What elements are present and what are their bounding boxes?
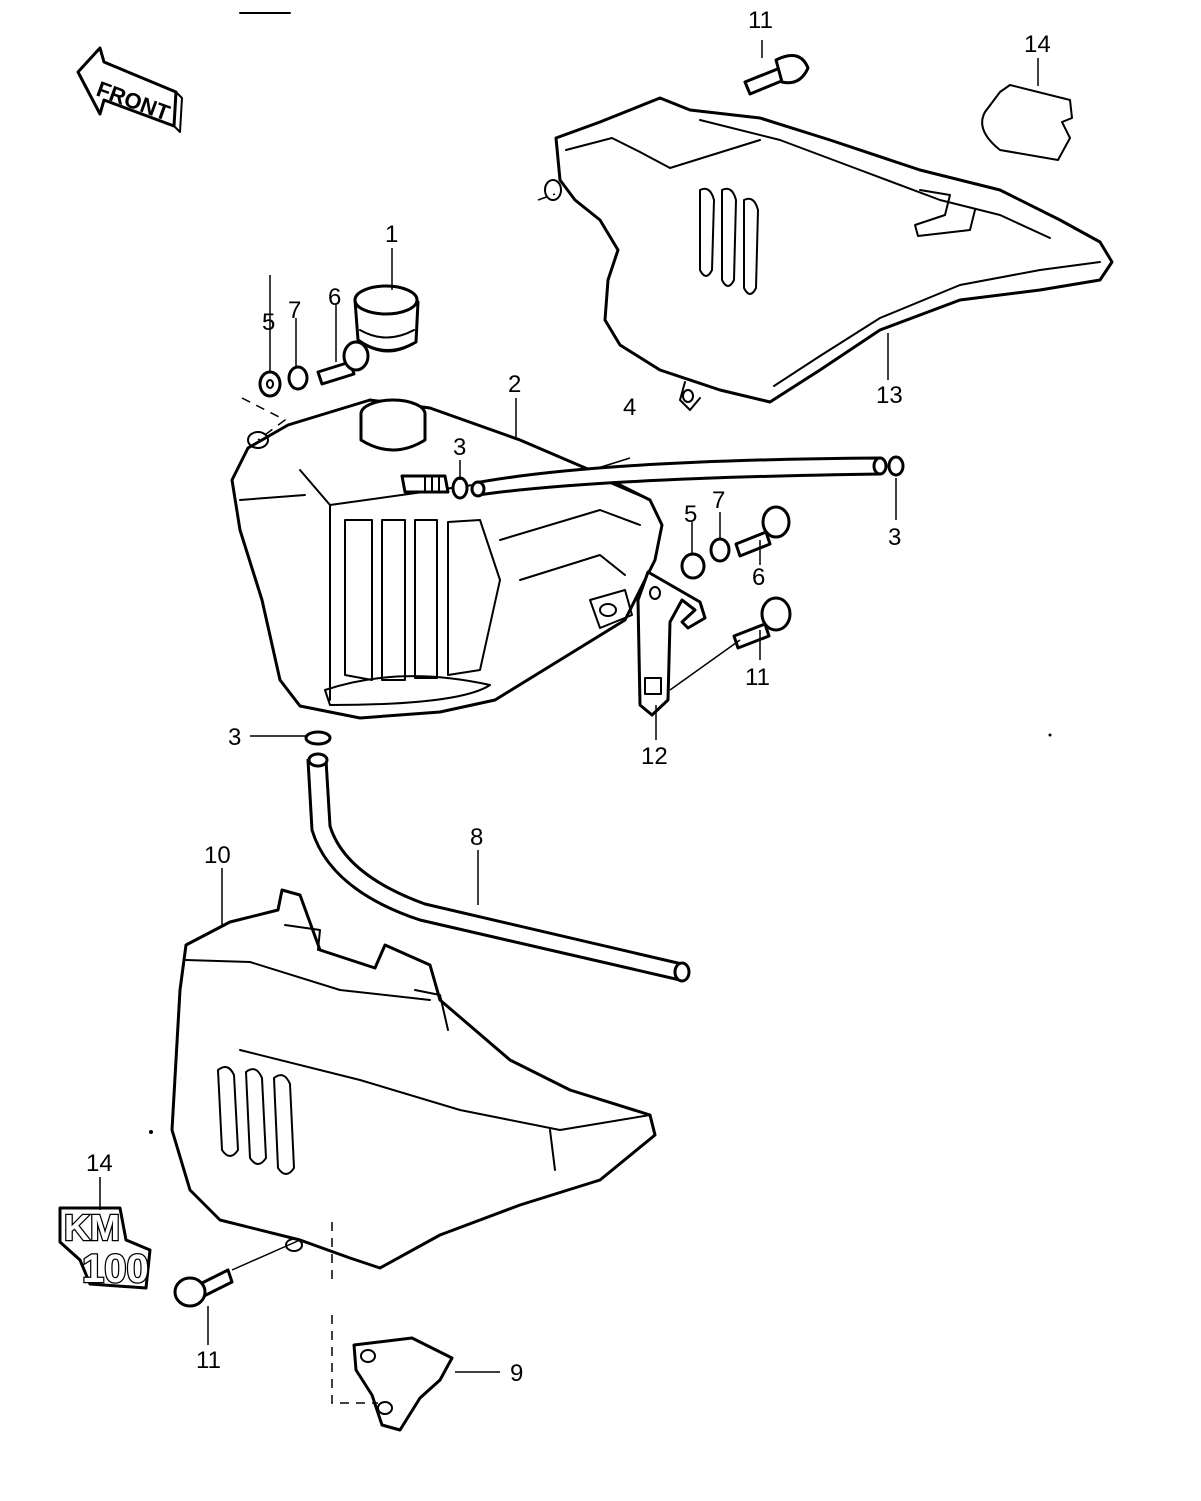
emblem-line2: 100 [82, 1247, 149, 1291]
bracket [636, 570, 707, 717]
callout-11-right: 11 [745, 664, 770, 691]
km100-emblem: KM 100 [58, 1206, 152, 1292]
callout-11-bottom: 11 [196, 1347, 221, 1374]
callout-14-bottom: 14 [86, 1150, 113, 1177]
callout-12: 12 [641, 743, 668, 770]
bolt-6-right [734, 505, 791, 558]
bolt-11-top [743, 54, 810, 96]
leader-lines [99, 40, 1039, 1373]
cover-bracket [352, 1336, 454, 1432]
callout-11-top: 11 [748, 7, 773, 34]
callout-9: 9 [510, 1360, 523, 1387]
clamp-3-bottom [304, 730, 332, 746]
side-cover-left [170, 888, 657, 1270]
callout-3-top: 3 [453, 434, 466, 461]
drain-hose [306, 752, 691, 983]
callout-6-top: 6 [328, 284, 341, 311]
tank-cap [353, 284, 420, 353]
emblem-line1: KM [64, 1207, 120, 1248]
clamp-3-right [887, 455, 905, 477]
oil-tank [230, 398, 664, 720]
clamp-3-top [451, 476, 469, 500]
washer-7-right [709, 537, 731, 563]
assembly-dashed-lines [241, 193, 556, 1404]
washer-5-top [258, 370, 282, 398]
washer-7-top [287, 365, 309, 391]
front-arrow-icon: FRONT [76, 46, 183, 133]
callout-5-top: 5 [262, 309, 275, 336]
bolt-6-top [316, 340, 370, 386]
callout-8: 8 [470, 824, 483, 851]
bolt-11-right [732, 596, 792, 650]
callout-7-right: 7 [712, 487, 725, 514]
callout-13: 13 [876, 382, 903, 409]
callout-6-right: 6 [752, 564, 765, 591]
washer-5-right [680, 552, 706, 580]
side-cover-right [544, 96, 1114, 411]
breather-hose [470, 456, 888, 498]
callout-3-right: 3 [888, 524, 901, 551]
callout-5-right: 5 [684, 501, 697, 528]
callout-3-bottom: 3 [228, 724, 241, 751]
callout-7-top: 7 [288, 297, 301, 324]
callout-2: 2 [508, 371, 521, 398]
callout-10: 10 [204, 842, 231, 869]
callout-1: 1 [385, 221, 398, 248]
callout-labels: 1 2 3 3 3 4 5 5 6 6 7 7 8 9 10 11 11 11 … [86, 7, 1051, 1387]
callout-4: 4 [623, 394, 636, 421]
callout-14-top: 14 [1024, 31, 1051, 58]
bolt-11-bottom [173, 1268, 234, 1308]
emblem-decal-top [981, 84, 1073, 161]
